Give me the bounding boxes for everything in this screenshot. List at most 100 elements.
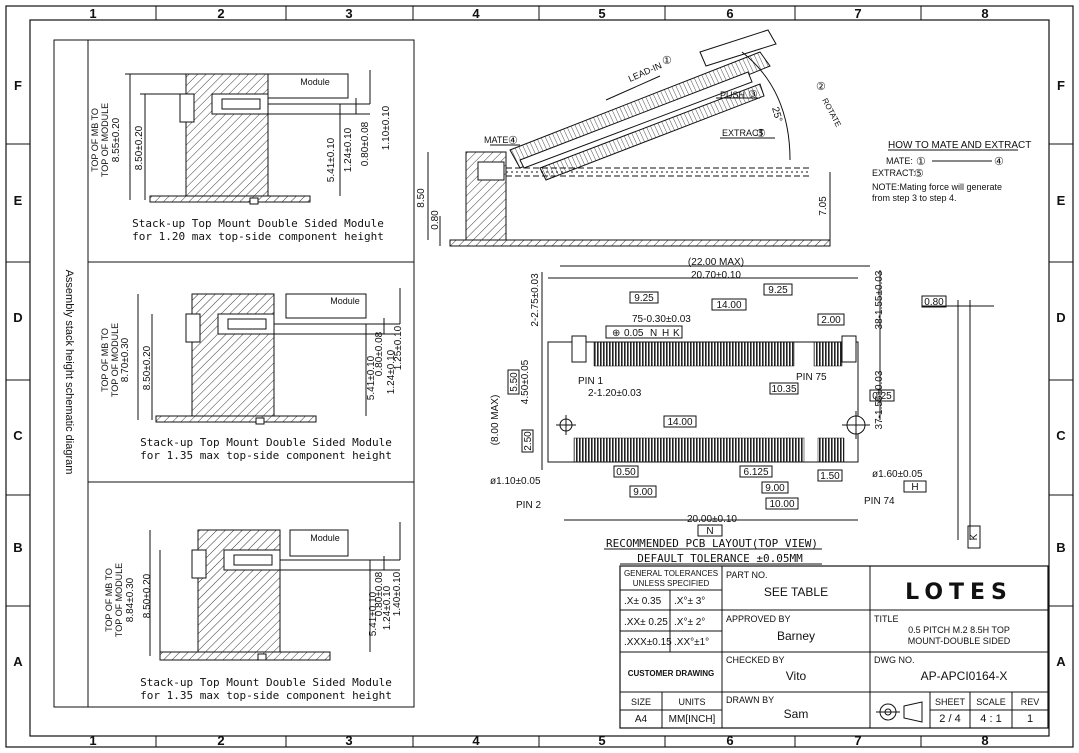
col-label: 4 <box>472 6 480 21</box>
grid-labels: 1 2 3 4 5 6 7 8 1 2 3 4 5 6 7 8 F E D C … <box>13 6 1066 748</box>
datum-n-label: N <box>706 526 713 537</box>
rev-value: 1 <box>1027 713 1033 725</box>
dim-800: (8.00 MAX) <box>490 395 501 446</box>
inner-frame <box>29 19 1050 737</box>
tol-2a: .XX± 0.25 <box>624 617 668 628</box>
hole-small-dim: ø1.10±0.05 <box>490 476 541 487</box>
projection-symbol-icon <box>876 701 923 723</box>
total-dim: 8.70±0.30 <box>120 337 131 382</box>
dim-box <box>869 389 895 402</box>
extract-step: ⑤ <box>914 168 924 180</box>
title-line-2: MOUNT-DOUBLE SIDED <box>908 636 1011 646</box>
dwg-no: AP-APCI0164-X <box>921 669 1008 683</box>
dim-1035: 10.35 <box>771 384 796 395</box>
dim-box <box>739 465 773 478</box>
sheet-value: 2 / 4 <box>939 713 960 725</box>
datum-k: K <box>673 328 680 339</box>
row-label: D <box>1056 310 1065 325</box>
tol-1a: .X± 0.35 <box>624 596 662 607</box>
push-label: PUSH <box>720 90 745 100</box>
col-label: 6 <box>726 6 733 21</box>
datum-h-label: H <box>911 482 918 493</box>
dim-d1: 5.41±0.10 <box>326 137 337 182</box>
datum-n: N <box>650 328 657 339</box>
extract-label: EXTRACT <box>722 128 765 138</box>
dim-d2: 1.24±0.10 <box>386 349 397 394</box>
dim-box <box>817 469 843 482</box>
module-height-dim: 7.05 <box>818 196 829 216</box>
dim-900b: 9.00 <box>765 483 785 494</box>
pin-2-label: PIN 2 <box>516 500 541 511</box>
row-label: A <box>1056 654 1066 669</box>
dim-box <box>711 298 747 311</box>
step-1: ① <box>662 55 672 67</box>
drawn-by: Sam <box>784 707 809 721</box>
dim-d2: 1.24±0.10 <box>382 585 393 630</box>
dim-d1: 5.41±0.10 <box>366 355 377 400</box>
col-label: 8 <box>981 6 988 21</box>
dim-box <box>629 291 659 304</box>
dim-6125: 6.125 <box>743 467 768 478</box>
dim-200: 2.00 <box>821 315 841 326</box>
layout-caption: RECOMMENDED PCB LAYOUT(TOP VIEW) <box>606 537 818 550</box>
mb-label: TOP OF MB TO <box>90 108 100 172</box>
tol-value: 0.05 <box>624 328 644 339</box>
note-line-2: from step 3 to step 4. <box>872 193 957 203</box>
tolerance-frame <box>605 325 683 339</box>
col-label: 6 <box>726 733 733 748</box>
row-label: F <box>1057 78 1065 93</box>
default-tolerance: DEFAULT TOLERANCE ±0.05MM <box>637 552 803 565</box>
step-2: ② <box>816 81 826 93</box>
row-label: E <box>1057 193 1066 208</box>
approved-label: APPROVED BY <box>726 614 791 624</box>
dim-d2: 1.24±0.10 <box>343 127 354 172</box>
total-dim: 8.84±0.30 <box>125 577 136 622</box>
dim-box <box>629 485 657 498</box>
dim-box <box>761 481 789 494</box>
dim-150: 1.50 <box>820 471 840 482</box>
dim-d3: 0.80±0.08 <box>374 331 385 376</box>
col-label: 1 <box>89 733 96 748</box>
col-label: 2 <box>217 733 224 748</box>
dim-box <box>507 369 520 395</box>
base-dim: 8.50±0.20 <box>142 345 153 390</box>
assembly-panel: Assembly stack height schematic diagram <box>53 39 415 708</box>
dim-box <box>663 415 697 428</box>
side-view: LEAD-IN ① PUSH ③ ② ROTATE 25° EXTRACT ⑤ … <box>416 29 843 247</box>
dim-025: 0.25 <box>872 391 892 402</box>
dim-box <box>817 313 845 326</box>
stackup-1: Module TOP OF MB TO TOP OF MODULE 8.55±0… <box>90 70 392 243</box>
overall-dim: (22.00 MAX) <box>688 257 744 268</box>
units-value: MM[INCH] <box>669 714 716 725</box>
dim-1000: 10.00 <box>769 499 794 510</box>
step-3: ③ <box>748 89 758 101</box>
dim-box <box>765 497 799 510</box>
mate-text: MATE: <box>886 156 913 166</box>
dim-2000: 20.00±0.10 <box>687 514 737 525</box>
mod-label: TOP OF MODULE <box>110 323 120 397</box>
title-block: DEFAULT TOLERANCE ±0.05MM GENERAL TOLERA… <box>619 552 1049 729</box>
dim-1400b: 14.00 <box>667 417 692 428</box>
dim-1400a: 14.00 <box>716 300 741 311</box>
units-label: UNITS <box>679 697 706 707</box>
dim-080: 0.80 <box>924 297 944 308</box>
dim-box <box>967 525 981 549</box>
col-label: 5 <box>598 733 605 748</box>
tol-1b: .X°± 3° <box>674 596 705 607</box>
pitch-top-dim: 2-2.75±0.03 <box>530 273 541 327</box>
checked-by: Vito <box>786 669 807 683</box>
extract-text: EXTRACT: <box>872 168 916 178</box>
datum-h: H <box>662 328 669 339</box>
mate-to: ④ <box>994 156 1004 168</box>
row-label: B <box>13 540 22 555</box>
mate-from: ① <box>916 156 926 168</box>
angle-label: 25° <box>769 106 784 124</box>
tol-3b: .XX°±1° <box>674 637 709 648</box>
mate-label: MATE <box>484 135 508 145</box>
dim-450: 4.50±0.05 <box>520 359 531 404</box>
dim-550: 5.50 <box>509 372 520 392</box>
size-value: A4 <box>635 714 648 725</box>
mb-label: TOP OF MB TO <box>104 568 114 632</box>
position-symbol-icon: ⊕ <box>612 328 620 339</box>
dim-box <box>769 382 799 395</box>
